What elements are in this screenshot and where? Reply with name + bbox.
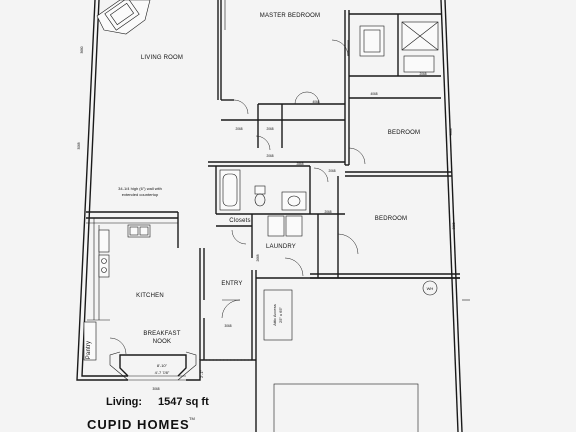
kitchen-appliances [98, 229, 110, 278]
master-bath-door-swing [331, 39, 349, 57]
window-dimension: 3068 [449, 128, 453, 135]
door-dimension: 2068 [324, 210, 331, 214]
laundry-door-dimension: 2668 [256, 254, 260, 261]
master-door-swing [233, 99, 249, 115]
dryer [285, 215, 303, 237]
door-dimension: 2868 [296, 162, 303, 166]
wall-note-line2: extended countertop [122, 192, 159, 197]
nook-depth-dimension: 4'-7 7/8" [155, 370, 170, 375]
entry-walls [199, 248, 257, 432]
laundry-door-swing [284, 257, 304, 277]
attic-access-line1: Attic Access [272, 304, 277, 326]
attic-access-line2: 25" x 65" [278, 306, 283, 323]
step-dimension: 2'-1" [199, 369, 204, 378]
wall-note-line1: 34-1/4 high (6") wall with [118, 186, 162, 191]
master-bedroom-label: MASTER BEDROOM [260, 13, 320, 19]
bedroom-label: BEDROOM [388, 130, 420, 136]
washer [267, 215, 285, 237]
window-dimension: 3680 [80, 46, 84, 53]
entry-door-swing [221, 299, 241, 319]
door-dimension: 2068 [328, 169, 335, 173]
pantry-shelf [83, 321, 97, 361]
fireplace [96, 0, 151, 35]
entry-label: ENTRY [221, 281, 242, 287]
bedroom2-door-swing [337, 233, 359, 255]
garage [256, 277, 470, 432]
entry-door-dimension: 3068 [224, 324, 231, 328]
bedroom-label: BEDROOM [375, 216, 407, 222]
breakfast-label: BREAKFAST [143, 331, 180, 337]
closet-dimension: 4068 [312, 100, 319, 104]
pantry-door-swing [109, 337, 127, 355]
kitchen-label: KITCHEN [136, 293, 164, 299]
breakfast-nook-bay [109, 351, 197, 381]
master-suite-walls [221, 10, 441, 165]
living-area-value: 1547 sq ft [158, 396, 209, 408]
closets-label: Closets [229, 218, 250, 224]
door-dimension: 2068 [266, 154, 273, 158]
hall-door-swing [255, 135, 271, 151]
closet-dimension: 4068 [370, 92, 377, 96]
master-closet-door-swing [294, 91, 320, 105]
laundry-label: LAUNDRY [266, 244, 296, 250]
closet-door-swing [231, 229, 247, 245]
living-room-label: LIVING ROOM [141, 55, 183, 61]
nook-width-dimension: 8'-10" [157, 363, 168, 368]
bedroom1-door-swing [348, 147, 366, 165]
trademark: TM [189, 416, 195, 421]
bath-door-swing [313, 167, 329, 183]
brand-name: CUPID HOMES [87, 417, 190, 432]
window-dimension: 3068 [452, 222, 456, 229]
water-heater-label: WH [427, 286, 434, 291]
pantry-label: Pantry [86, 341, 92, 360]
nook-label: NOOK [153, 339, 171, 345]
living-area-label: Living: [106, 396, 142, 408]
door-dimension: 2068 [266, 127, 273, 131]
door-dimension: 2068 [235, 127, 242, 131]
nook-window-dimension: 3068 [152, 387, 159, 391]
door-dimension: 2068 [419, 72, 426, 76]
hall-bath-walls [208, 161, 345, 278]
window-dimension: 3068 [77, 142, 81, 149]
exterior-walls [76, 0, 463, 432]
